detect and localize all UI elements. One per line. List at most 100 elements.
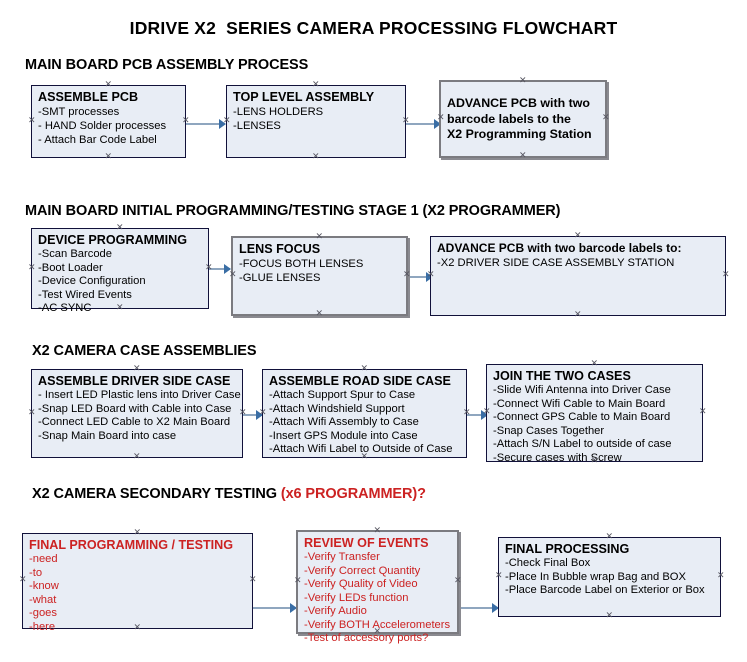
connection-handle-top[interactable] <box>133 366 140 373</box>
connection-handle-left[interactable] <box>223 118 230 125</box>
node-line: -need <box>29 553 58 565</box>
connector-lens-focus-to-advance-pcb <box>408 276 432 278</box>
node-line: -Verify Correct Quantity <box>304 564 421 577</box>
connection-handle-left[interactable] <box>294 578 301 585</box>
connection-handle-right[interactable] <box>463 410 470 417</box>
connection-handle-bottom[interactable] <box>133 454 140 461</box>
node-line: -Place Barcode Label on Exterior or Box <box>505 584 705 597</box>
page-title: IDRIVE X2 SERIES CAMERA PROCESSING FLOWC… <box>129 18 618 38</box>
connection-handle-left[interactable] <box>259 410 266 417</box>
node-line: -Slide Wifi Antenna into Driver Case <box>493 384 671 396</box>
connection-handle-left[interactable] <box>483 409 490 416</box>
node-assemble-pcb[interactable]: ASSEMBLE PCB -SMT processes - HAND Solde… <box>31 85 186 158</box>
connection-handle-right[interactable] <box>722 272 729 279</box>
connection-handle-top[interactable] <box>105 82 112 89</box>
connection-handle-bottom[interactable] <box>519 153 526 160</box>
connection-handle-bottom[interactable] <box>361 454 368 461</box>
node-line: -Check Final Box <box>505 557 591 569</box>
connector-review-to-final-processing <box>459 607 498 609</box>
node-line: -Place In Bubble wrap Bag and BOX <box>505 570 686 583</box>
node-review-of-events[interactable]: REVIEW OF EVENTS -Verify Transfer -Verif… <box>294 528 461 644</box>
connector-arrowhead <box>434 119 441 129</box>
node-line: -Verify BOTH Accelerometers <box>304 618 451 631</box>
connection-handle-top[interactable] <box>591 361 598 368</box>
connection-handle-bottom[interactable] <box>316 311 323 318</box>
connector-assemble-pcb-to-top-level <box>186 123 224 125</box>
connection-handle-top[interactable] <box>374 528 381 535</box>
connection-handle-top[interactable] <box>574 233 581 240</box>
node-line: -Verify Quality of Video <box>304 578 418 591</box>
connection-handle-left[interactable] <box>28 265 35 272</box>
node-line: -here <box>29 620 56 633</box>
node-line: -Connect GPS Cable to Main Board <box>493 411 671 424</box>
node-line: -to <box>29 566 43 579</box>
connection-handle-top[interactable] <box>312 82 319 89</box>
connection-handle-left[interactable] <box>437 115 444 122</box>
connector-driver-case-to-road-case <box>243 414 262 416</box>
node-lens-focus[interactable]: LENS FOCUS -FOCUS BOTH LENSES -GLUE LENS… <box>231 236 408 316</box>
connection-handle-bottom[interactable] <box>312 154 319 161</box>
node-assemble-road-side-case[interactable]: ASSEMBLE ROAD SIDE CASE -Attach Support … <box>262 369 467 458</box>
connection-handle-top[interactable] <box>116 225 123 232</box>
connection-handle-left[interactable] <box>495 573 502 580</box>
connection-handle-bottom[interactable] <box>374 629 381 636</box>
connection-handle-left[interactable] <box>427 272 434 279</box>
node-final-programming-testing[interactable]: FINAL PROGRAMMING / TESTING -need -to -k… <box>19 530 256 633</box>
node-overflow-line: -Test of accessory ports? <box>304 631 429 644</box>
connection-handle-top[interactable] <box>606 534 613 541</box>
connection-handle-top[interactable] <box>361 366 368 373</box>
node-line: -Snap Cases Together <box>493 424 605 437</box>
connection-handle-bottom[interactable] <box>574 312 581 319</box>
node-heading: LENS FOCUS <box>239 242 321 256</box>
node-line: X2 Programming Station <box>447 127 592 142</box>
section-title-accent: (x6 PROGRAMMER)? <box>280 486 426 502</box>
node-heading: ASSEMBLE PCB <box>38 90 139 104</box>
connection-handle-left[interactable] <box>229 272 236 279</box>
connection-handle-top[interactable] <box>134 530 141 537</box>
node-line: -Connect LED Cable to X2 Main Board <box>38 416 231 429</box>
connection-handle-right[interactable] <box>402 118 409 125</box>
connection-handle-left[interactable] <box>19 577 26 584</box>
node-assemble-driver-side-case[interactable]: ASSEMBLE DRIVER SIDE CASE - Insert LED P… <box>31 369 243 458</box>
node-line: -Verify Transfer <box>304 551 380 563</box>
node-device-programming[interactable]: DEVICE PROGRAMMING -Scan Barcode -Boot L… <box>28 225 212 314</box>
connector-device-programming-to-lens-focus <box>209 268 230 270</box>
connection-handle-bottom[interactable] <box>134 625 141 632</box>
node-line: -Attach Windshield Support <box>269 402 405 415</box>
connection-handle-right[interactable] <box>205 265 212 272</box>
node-line: -Scan Barcode <box>38 248 113 260</box>
connection-handle-right[interactable] <box>602 115 609 122</box>
node-advance-pcb-programming-station[interactable]: ADVANCE PCB with two barcode labels to t… <box>439 80 607 158</box>
node-final-processing[interactable]: FINAL PROCESSING -Check Final Box -Place… <box>498 537 721 617</box>
node-line: -GLUE LENSES <box>239 272 321 285</box>
section-title-main-board-pcb-assembly: MAIN BOARD PCB ASSEMBLY PROCESS <box>25 57 309 73</box>
connector-road-case-to-join-cases <box>467 414 486 416</box>
connection-handle-bottom[interactable] <box>116 305 123 312</box>
connection-handle-top[interactable] <box>519 78 526 85</box>
connection-handle-left[interactable] <box>28 410 35 417</box>
node-line: - HAND Solder processes <box>38 120 167 133</box>
node-line: -Device Configuration <box>38 275 146 288</box>
node-heading: ADVANCE PCB with two barcode labels to: <box>437 241 682 255</box>
connection-handle-right[interactable] <box>239 410 246 417</box>
node-line: -Attach Wifi Label to Outside of Case <box>269 443 453 456</box>
node-line: -FOCUS BOTH LENSES <box>239 258 364 270</box>
connection-handle-right[interactable] <box>717 573 724 580</box>
connection-handle-right[interactable] <box>454 578 461 585</box>
connection-handle-left[interactable] <box>28 118 35 125</box>
node-line: -Boot Loader <box>38 261 103 274</box>
connection-handle-bottom[interactable] <box>105 154 112 161</box>
node-join-the-two-cases[interactable]: JOIN THE TWO CASES -Slide Wifi Antenna i… <box>483 361 706 465</box>
connection-handle-right[interactable] <box>403 272 410 279</box>
node-line: -goes <box>29 607 57 620</box>
node-advance-pcb-driver-side-case[interactable]: ADVANCE PCB with two barcode labels to: … <box>430 236 726 316</box>
section-title-text: X2 CAMERA SECONDARY TESTING <box>32 486 281 502</box>
connection-handle-bottom[interactable] <box>591 458 598 465</box>
connection-handle-right[interactable] <box>249 577 256 584</box>
section-title-x2-camera-secondary-testing: X2 CAMERA SECONDARY TESTING (x6 PROGRAMM… <box>32 486 426 502</box>
connection-handle-bottom[interactable] <box>606 613 613 620</box>
connection-handle-right[interactable] <box>699 409 706 416</box>
connection-handle-top[interactable] <box>316 234 323 241</box>
node-top-level-assembly[interactable]: TOP LEVEL ASSEMBLY -LENS HOLDERS -LENSES <box>226 85 406 158</box>
connection-handle-right[interactable] <box>182 118 189 125</box>
